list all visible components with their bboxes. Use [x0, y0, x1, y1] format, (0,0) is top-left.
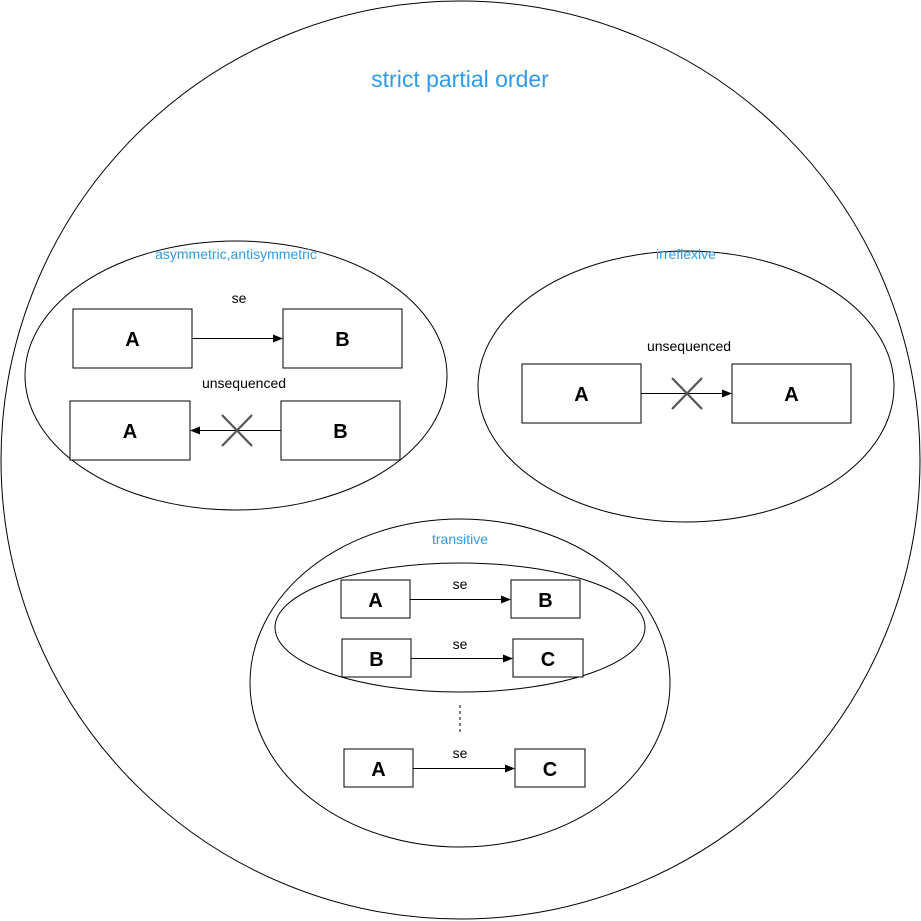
irreflexive-title: irreflexive — [656, 246, 716, 262]
asymmetric-ellipse — [24, 240, 448, 511]
node-b — [280, 400, 401, 461]
node-a-label: A — [368, 590, 382, 612]
edge-label-se: se — [453, 636, 468, 652]
edge-label-se: se — [232, 290, 247, 306]
node-a — [69, 400, 191, 461]
node-b — [510, 579, 581, 619]
transitive-group: transitive A B se B C se A C se — [249, 518, 671, 848]
node-a — [731, 363, 852, 424]
node-b-label: B — [538, 590, 552, 612]
node-a-label: A — [371, 759, 385, 781]
edge-label-se: se — [453, 576, 468, 592]
node-b-label: B — [333, 421, 347, 443]
asymmetric-group: asymmetric,antisymmetric A B se A B unse… — [24, 240, 448, 511]
node-b-label: B — [369, 649, 383, 671]
node-b-label: B — [335, 329, 349, 351]
node-a-label: A — [125, 329, 139, 351]
node-a-label: A — [574, 384, 588, 406]
node-b — [282, 308, 403, 369]
node-a — [72, 308, 193, 369]
node-b — [341, 638, 412, 678]
node-c-label: C — [543, 759, 557, 781]
asymmetric-title: asymmetric,antisymmetric — [155, 246, 317, 262]
irreflexive-ellipse — [477, 250, 895, 523]
node-a-label: A — [784, 384, 798, 406]
node-a — [340, 579, 411, 619]
edge-label-unsequenced: unsequenced — [647, 338, 731, 354]
node-c — [514, 748, 586, 788]
cross-icon — [221, 414, 253, 447]
edge-label-se: se — [453, 745, 468, 761]
transitive-title: transitive — [432, 531, 488, 547]
diagram-title: strict partial order — [371, 66, 549, 92]
node-a — [343, 748, 414, 788]
node-a-label: A — [123, 421, 137, 443]
transitive-outer-ellipse — [249, 518, 671, 848]
cross-icon — [671, 377, 703, 410]
node-c — [512, 638, 584, 678]
transitive-premise-ellipse — [274, 562, 646, 693]
node-c-label: C — [541, 649, 555, 671]
irreflexive-group: irreflexive A A unsequenced — [477, 246, 895, 523]
edge-label-unsequenced: unsequenced — [202, 375, 286, 391]
